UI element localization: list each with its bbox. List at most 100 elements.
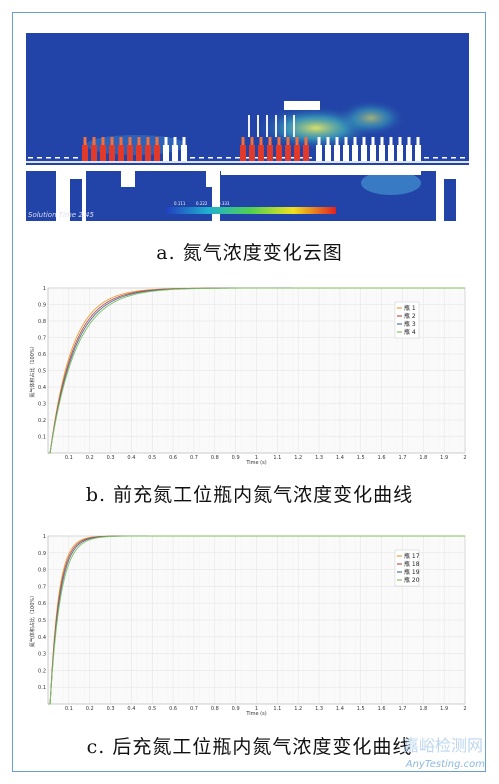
- bottle: [388, 145, 394, 161]
- x-tick-label: 1.9: [440, 455, 448, 461]
- x-tick-label: 1.7: [398, 706, 406, 712]
- dash: [289, 157, 294, 159]
- scale-label: 0.111: [174, 201, 186, 206]
- y-tick-label: 0.8: [38, 319, 46, 325]
- dash: [217, 157, 222, 159]
- back-station-bottles: [240, 115, 421, 161]
- x-tick-label: 0.7: [190, 706, 198, 712]
- bottle: [406, 145, 412, 161]
- y-tick-label: 0.9: [38, 551, 46, 557]
- dash: [262, 157, 267, 159]
- bottle-neck: [326, 137, 330, 145]
- y-tick-label: 0.9: [38, 303, 46, 309]
- dash: [190, 157, 195, 159]
- support-gap: [444, 179, 456, 221]
- bottle: [303, 145, 309, 161]
- bottle: [276, 145, 282, 161]
- x-tick-label: 1.3: [315, 706, 323, 712]
- bottle-neck: [407, 137, 411, 145]
- dash: [73, 157, 78, 159]
- scale-label: 0.333: [218, 201, 230, 206]
- x-tick-label: 0.4: [127, 455, 135, 461]
- x-tick-label: 2: [463, 455, 466, 461]
- x-tick-label: 1.1: [273, 455, 281, 461]
- bottle-neck: [295, 137, 299, 145]
- legend-label: 瓶 3: [404, 320, 416, 328]
- x-tick-label: 1.3: [315, 455, 323, 461]
- color-scale-bar: [166, 207, 336, 214]
- bottle: [379, 145, 385, 161]
- x-tick-label: 0.1: [65, 455, 73, 461]
- dash: [28, 157, 33, 159]
- bottle: [100, 145, 106, 161]
- dash: [424, 157, 429, 159]
- bottle: [240, 145, 246, 161]
- bottle: [91, 145, 97, 161]
- x-tick-label: 0.8: [211, 706, 219, 712]
- dash: [442, 157, 447, 159]
- x-tick-label: 0.8: [211, 455, 219, 461]
- y-tick-label: 0.6: [38, 352, 46, 358]
- dash: [208, 157, 213, 159]
- x-axis-label: Time (s): [245, 460, 266, 465]
- y-tick-label: 1: [43, 286, 46, 292]
- support-leg: [206, 171, 220, 187]
- bottle-neck: [182, 137, 186, 145]
- x-tick-label: 1.4: [336, 706, 344, 712]
- fill-nozzle: [284, 115, 286, 137]
- support-gap: [70, 179, 82, 221]
- nitrogen-concentration-contour: 0.111 0.222 0.333 Solution Time 2.45: [26, 33, 469, 221]
- bottle-neck: [155, 137, 159, 145]
- fill-nozzle: [293, 115, 295, 137]
- caption-a: a. 氮气浓度变化云图: [156, 242, 343, 264]
- bottle: [163, 145, 169, 161]
- solution-time-label: Solution Time 2.45: [28, 211, 94, 219]
- bottle-neck: [119, 137, 123, 145]
- x-tick-label: 1.9: [440, 706, 448, 712]
- bottle: [352, 145, 358, 161]
- x-tick-label: 1.2: [294, 706, 302, 712]
- bottle-neck: [250, 137, 254, 145]
- bottle-neck: [353, 137, 357, 145]
- bottle-neck: [304, 137, 308, 145]
- x-tick-label: 0.9: [232, 706, 240, 712]
- x-tick-label: 0.9: [232, 455, 240, 461]
- bottle-neck: [241, 137, 245, 145]
- x-tick-label: 0.6: [169, 455, 177, 461]
- bottle-neck: [110, 137, 114, 145]
- bottle: [181, 145, 187, 161]
- bottle: [172, 145, 178, 161]
- dash: [433, 157, 438, 159]
- bottle-neck: [362, 137, 366, 145]
- caption-c: c. 后充氮工位瓶内氮气浓度变化曲线: [86, 736, 413, 758]
- x-tick-label: 1.6: [378, 706, 386, 712]
- x-tick-label: 1.5: [357, 706, 365, 712]
- bottle: [316, 145, 322, 161]
- y-tick-label: 0.5: [38, 369, 46, 375]
- dash: [55, 157, 60, 159]
- y-tick-label: 0.3: [38, 652, 46, 658]
- x-tick-label: 0.2: [86, 455, 94, 461]
- legend-label: 瓶 19: [404, 568, 420, 576]
- dash: [244, 157, 249, 159]
- conveyor-rail: [26, 161, 469, 163]
- bottle: [343, 145, 349, 161]
- x-tick-label: 1.5: [357, 455, 365, 461]
- dash: [280, 157, 285, 159]
- bottle-neck: [146, 137, 150, 145]
- base-frame: [26, 165, 469, 171]
- bottle: [127, 145, 133, 161]
- y-tick-label: 0.5: [38, 618, 46, 624]
- x-tick-label: 1: [255, 455, 258, 461]
- bottle-neck: [83, 137, 87, 145]
- y-tick-label: 0.6: [38, 601, 46, 607]
- y-tick-label: 0.3: [38, 402, 46, 408]
- bottle: [334, 145, 340, 161]
- scale-label: 0.222: [196, 201, 208, 206]
- x-tick-label: 1.2: [294, 455, 302, 461]
- x-tick-label: 0.4: [127, 706, 135, 712]
- bottle: [397, 145, 403, 161]
- support-leg: [121, 171, 135, 187]
- legend-label: 瓶 2: [404, 312, 416, 320]
